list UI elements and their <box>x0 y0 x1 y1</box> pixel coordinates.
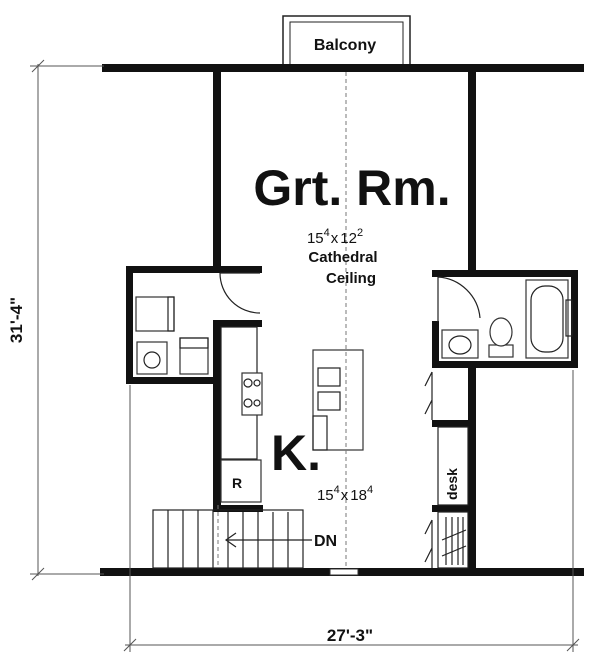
height-dimension-label: 31'-4" <box>7 297 26 343</box>
bath-door-swing <box>437 276 481 322</box>
great-room-note-2: Ceiling <box>326 270 376 287</box>
laundry-room <box>135 272 261 375</box>
width-dimension: 27'-3" <box>123 370 580 652</box>
refrigerator <box>220 459 262 503</box>
stairs: DN <box>152 505 337 569</box>
dryer <box>136 341 168 375</box>
bathroom <box>437 276 573 359</box>
width-dimension-label: 27'-3" <box>327 626 373 645</box>
balcony-label: Balcony <box>314 37 376 54</box>
sink <box>441 329 479 359</box>
great-room-name: Grt. Rm. <box>253 160 450 216</box>
stairs-label: DN <box>314 533 337 550</box>
closet-doors <box>424 371 433 568</box>
bathtub <box>525 279 569 359</box>
kitchen: R <box>220 326 364 503</box>
refrigerator-label: R <box>232 475 242 491</box>
laundry-door-swing <box>219 272 261 314</box>
shelving <box>437 511 469 569</box>
desk-label: desk <box>444 468 460 500</box>
toilet <box>488 317 514 358</box>
range <box>241 372 263 416</box>
balcony: Balcony <box>282 15 411 69</box>
desk: desk <box>437 426 469 506</box>
water-heater <box>179 337 209 375</box>
kitchen-island <box>312 349 364 451</box>
exterior-walls <box>100 64 584 576</box>
interior-walls <box>126 70 578 571</box>
great-room-note-1: Cathedral <box>308 249 377 266</box>
kitchen-name: K. <box>271 425 321 481</box>
height-dimension: 31'-4" <box>7 59 104 581</box>
